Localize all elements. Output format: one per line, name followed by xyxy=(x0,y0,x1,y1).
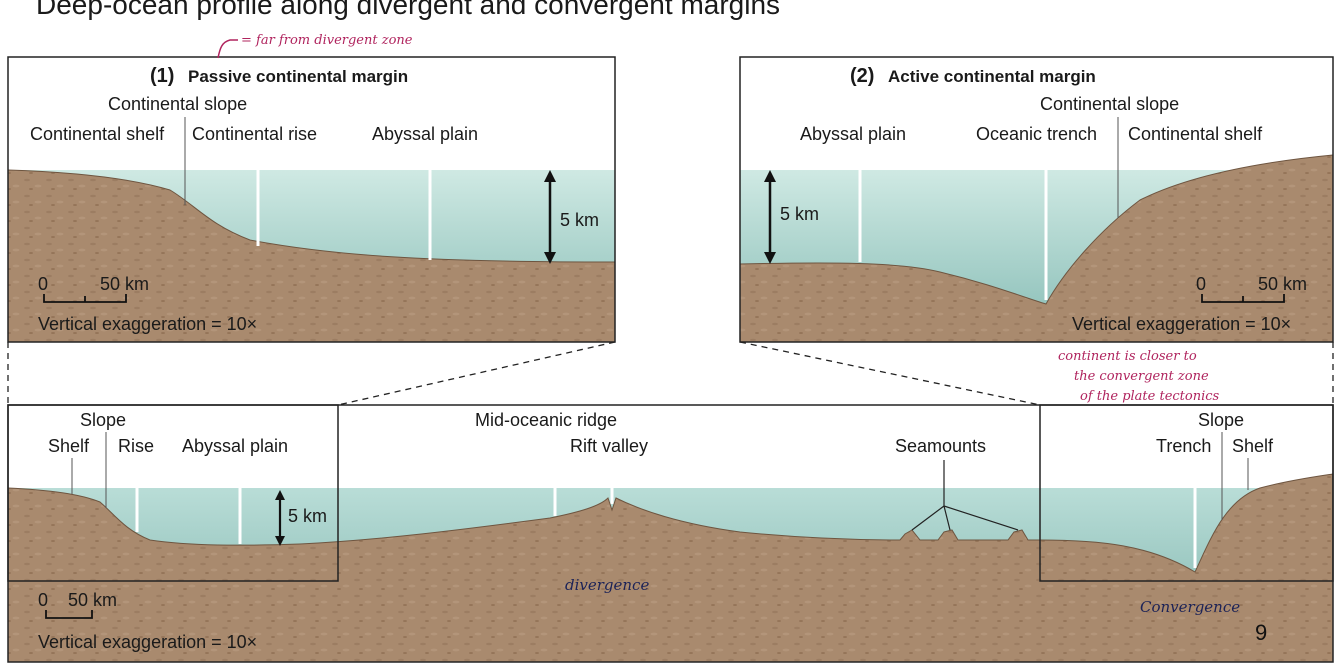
bottom-label-trench: Trench xyxy=(1156,436,1211,456)
panel2-seafloor xyxy=(739,154,1334,343)
panel1-scale-value: 50 km xyxy=(100,274,149,294)
panel1-arrowhead-down xyxy=(544,252,556,264)
connector-right-1 xyxy=(739,341,1041,406)
bottom-label-slope: Slope xyxy=(80,410,126,430)
panel-passive-margin: (1) Passive continental margin Continent… xyxy=(7,33,616,343)
header-partial: Deep-ocean profile along divergent and c… xyxy=(36,0,780,20)
panel2-title: Active continental margin xyxy=(888,67,1096,86)
bottom-label-ridge: Mid-oceanic ridge xyxy=(475,410,617,430)
bottom-profile: Slope Shelf Rise Abyssal plain 5 km Mid-… xyxy=(7,341,1334,663)
bottom-depth-label: 5 km xyxy=(288,506,327,526)
panel1-seafloor xyxy=(7,169,616,343)
panel1-frame xyxy=(7,56,616,343)
bottom-scale-zero: 0 xyxy=(38,590,48,610)
panel1-label-abyssal: Abyssal plain xyxy=(372,124,478,144)
panel2-number: (2) xyxy=(850,65,874,87)
bottom-label-rise: Rise xyxy=(118,436,154,456)
panel1-exaggeration: Vertical exaggeration = 10× xyxy=(38,314,257,334)
bottom-scale-bar xyxy=(45,610,93,619)
panel2-annotation-line2: the convergent zone xyxy=(1074,369,1209,384)
panel1-arrowhead-up xyxy=(544,170,556,182)
panel2-arrowhead-down xyxy=(764,252,776,264)
panel1-label-rise: Continental rise xyxy=(192,124,317,144)
panel1-annotation-arrow xyxy=(217,39,238,59)
panel2-label-slope: Continental slope xyxy=(1040,94,1179,114)
panel1-label-shelf: Continental shelf xyxy=(30,124,165,144)
panel2-label-abyssal: Abyssal plain xyxy=(800,124,906,144)
bottom-arrowhead-down xyxy=(275,536,285,546)
panel2-arrowhead-up xyxy=(764,170,776,182)
panel2-scale-value: 50 km xyxy=(1258,274,1307,294)
bottom-seafloor xyxy=(7,473,1334,663)
bottom-leader-seamounts xyxy=(911,460,1019,531)
bottom-label-slope-right: Slope xyxy=(1198,410,1244,430)
panel2-frame xyxy=(739,56,1334,343)
bottom-label-abyssal: Abyssal plain xyxy=(182,436,288,456)
bottom-annotation-convergence: Convergence xyxy=(1140,598,1240,616)
panel2-scale-bar xyxy=(1201,294,1285,303)
bottom-exaggeration: Vertical exaggeration = 10× xyxy=(38,632,257,652)
panel1-annotation: = far from divergent zone xyxy=(241,33,413,48)
bottom-annotation-divergence: divergence xyxy=(565,576,649,594)
panel2-scale-zero: 0 xyxy=(1196,274,1206,294)
panel1-scale-bar xyxy=(43,294,127,303)
panel1-label-slope: Continental slope xyxy=(108,94,247,114)
bottom-label-shelf: Shelf xyxy=(48,436,90,456)
panel2-label-shelf: Continental shelf xyxy=(1128,124,1263,144)
panel2-exaggeration: Vertical exaggeration = 10× xyxy=(1072,314,1291,334)
bottom-scale-value: 50 km xyxy=(68,590,117,610)
panel1-number: (1) xyxy=(150,65,174,87)
panel2-annotation-line1: continent is closer to xyxy=(1058,349,1197,364)
bottom-arrowhead-up xyxy=(275,490,285,500)
panel1-depth-label: 5 km xyxy=(560,210,599,230)
connector-left-2 xyxy=(337,341,616,406)
panel2-label-trench: Oceanic trench xyxy=(976,124,1097,144)
panel1-scale-zero: 0 xyxy=(38,274,48,294)
panel-active-margin: (2) Active continental margin Continenta… xyxy=(739,56,1334,343)
bottom-label-rift: Rift valley xyxy=(570,436,648,456)
panel1-title: Passive continental margin xyxy=(188,67,408,86)
bottom-label-seamounts: Seamounts xyxy=(895,436,986,456)
bottom-label-shelf-right: Shelf xyxy=(1232,436,1274,456)
panel2-annotation-line3: of the plate tectonics xyxy=(1080,389,1220,404)
bottom-frame xyxy=(7,404,1334,663)
panel2-depth-label: 5 km xyxy=(780,204,819,224)
page-number: 9 xyxy=(1255,620,1267,645)
